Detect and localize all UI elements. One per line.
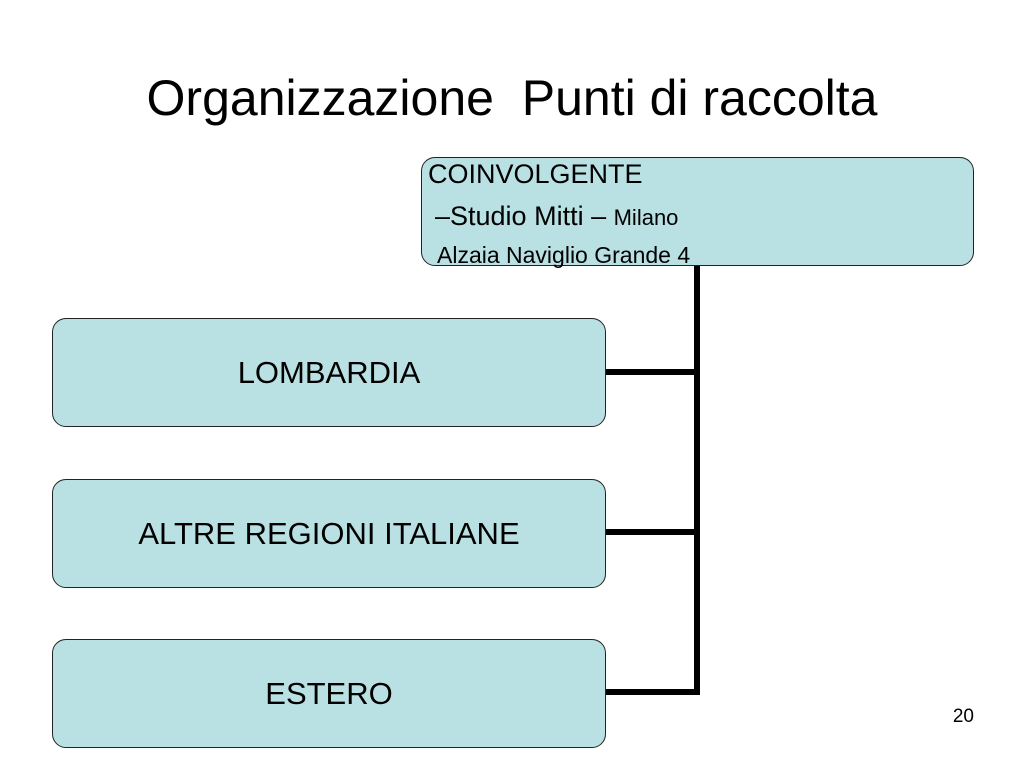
root-node-studio-name: –Studio Mitti – xyxy=(435,201,607,231)
root-node-studio-line: –Studio Mitti – Milano xyxy=(435,200,678,234)
root-node-box: COINVOLGENTE –Studio Mitti – Milano Alza… xyxy=(421,157,974,268)
root-node-address: Alzaia Naviglio Grande 4 xyxy=(437,242,691,268)
root-node-city: Milano xyxy=(613,205,679,230)
root-node-title: COINVOLGENTE xyxy=(428,159,643,189)
child-node-lombardia: LOMBARDIA xyxy=(52,318,606,427)
child-node-altre-regioni-italiane: ALTRE REGIONI ITALIANE xyxy=(52,479,606,588)
child-node-estero: ESTERO xyxy=(52,639,606,748)
slide-page-number: 20 xyxy=(952,706,974,727)
slide-title: Organizzazione Punti di raccolta xyxy=(146,70,878,126)
